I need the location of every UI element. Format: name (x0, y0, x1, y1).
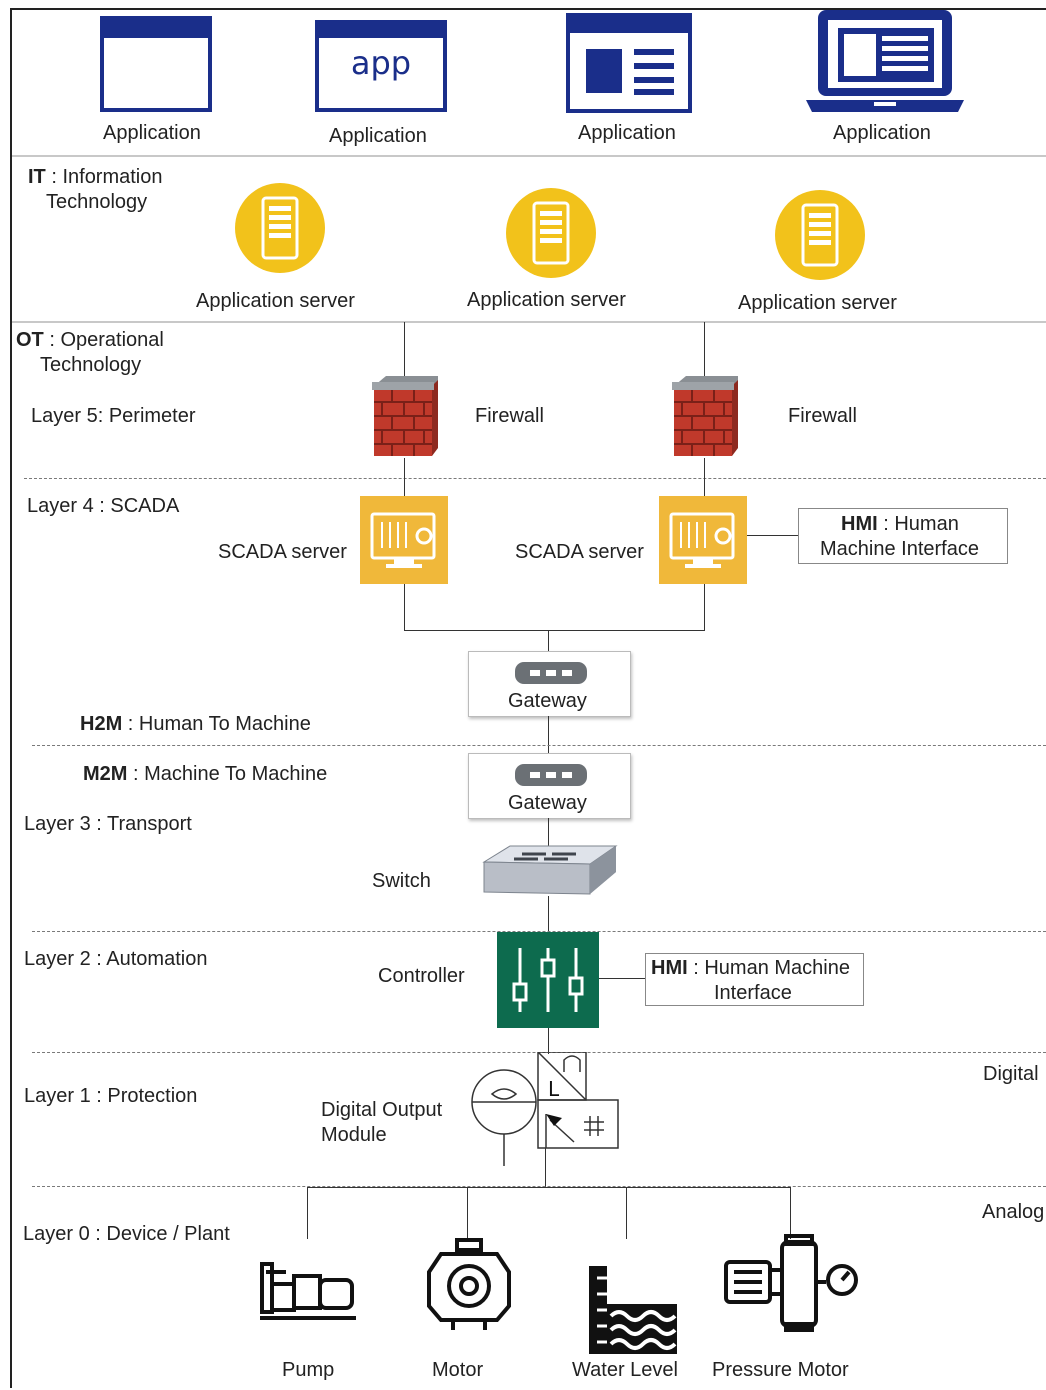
scada-server-icon (659, 496, 747, 584)
digital-signal-label: Digital (983, 1063, 1039, 1085)
hmi-label-line2: Interface (714, 982, 792, 1004)
laptop-icon (804, 8, 966, 114)
connector-line (747, 535, 799, 536)
hmi-label: HMI : Human (841, 513, 959, 535)
connector-line (704, 322, 705, 377)
device-label: Pump (282, 1359, 335, 1381)
application-server-label: Application server (467, 289, 626, 311)
application-label: Application (833, 122, 931, 144)
application-label: Application (578, 122, 676, 144)
connector-line (548, 818, 549, 848)
firewall-label: Firewall (475, 405, 544, 427)
switch-label: Switch (372, 870, 431, 892)
pressure-motor-icon (722, 1234, 862, 1332)
firewall-icon (368, 372, 440, 458)
layer-0-label: Layer 0 : Device / Plant (23, 1223, 230, 1245)
connector-line (548, 630, 549, 652)
it-abbr: IT (28, 166, 46, 188)
layer-divider (32, 745, 1046, 746)
layer-3-label: Layer 3 : Transport (24, 813, 192, 835)
gateway-label: Gateway (508, 792, 587, 814)
connector-line (307, 1187, 308, 1239)
application-window-icon (100, 16, 212, 112)
connector-line (626, 1187, 627, 1239)
controller-icon (497, 932, 599, 1028)
scada-server-label: SCADA server (515, 541, 644, 563)
layer-1-label: Layer 1 : Protection (24, 1085, 198, 1107)
gateway-icon (514, 661, 588, 685)
scada-server-icon (360, 496, 448, 584)
application-server-icon (505, 187, 597, 279)
connector-line (404, 458, 405, 496)
layer-2-label: Layer 2 : Automation (24, 948, 208, 970)
hmi-label: HMI : Human Machine (651, 957, 850, 979)
connector-line (790, 1187, 791, 1239)
device-label: Water Level (572, 1359, 678, 1381)
hmi-label-line2: Machine Interface (820, 538, 979, 560)
connector-line (548, 896, 549, 932)
application-label: Application (103, 122, 201, 144)
ot-zone-divider (12, 321, 1046, 323)
layer-divider (32, 1186, 1046, 1187)
digital-output-module-label: Digital Output (321, 1099, 443, 1121)
diagram-frame (10, 8, 1046, 1388)
gateway-label: Gateway (508, 690, 587, 712)
motor-icon (423, 1238, 515, 1330)
connector-line (545, 1148, 546, 1187)
dom-symbol-letter: L (548, 1077, 560, 1101)
webpage-icon (566, 13, 692, 113)
digital-output-module-icon: L (468, 1052, 622, 1170)
gateway-box: Gateway (468, 753, 631, 819)
application-label: Application (329, 125, 427, 147)
connector-line (548, 716, 549, 754)
switch-icon (482, 844, 618, 902)
firewall-label: Firewall (788, 405, 857, 427)
h2m-label: H2M : Human To Machine (80, 713, 311, 735)
analog-signal-label: Analog (982, 1201, 1045, 1223)
layer-divider (24, 478, 1046, 479)
app-window-icon: app (315, 20, 447, 112)
controller-label: Controller (378, 965, 465, 987)
it-label: IT : Information (28, 166, 163, 188)
digital-output-module-label-line2: Module (321, 1124, 387, 1146)
connector-line (467, 1187, 468, 1239)
it-label-line2: Technology (46, 191, 148, 213)
layer-5-label: Layer 5: Perimeter (31, 405, 196, 427)
app-window-text: app (351, 44, 411, 82)
gateway-box: Gateway (468, 651, 631, 717)
gateway-icon (514, 763, 588, 787)
device-label: Pressure Motor (712, 1359, 849, 1381)
ot-label: OT : Operational (16, 329, 164, 351)
it-zone-divider (12, 155, 1046, 157)
layer-4-label: Layer 4 : SCADA (27, 495, 180, 517)
application-server-label: Application server (196, 290, 355, 312)
hmi-box: HMI : Human Machine Interface (645, 953, 864, 1006)
connector-line (599, 978, 645, 979)
connector-line (704, 584, 705, 630)
m2m-label: M2M : Machine To Machine (83, 763, 328, 785)
connector-line (307, 1187, 791, 1188)
application-server-icon (774, 189, 866, 281)
connector-line (404, 630, 705, 631)
ot-label-line2: Technology (40, 354, 142, 376)
device-label: Motor (432, 1359, 484, 1381)
connector-line (404, 322, 405, 377)
pump-icon (258, 1256, 358, 1326)
application-server-label: Application server (738, 292, 897, 314)
layer-divider (32, 931, 1046, 932)
firewall-icon (668, 372, 740, 458)
scada-server-label: SCADA server (218, 541, 347, 563)
ot-abbr: OT (16, 329, 44, 351)
connector-line (704, 458, 705, 496)
hmi-box: HMI : Human Machine Interface (798, 508, 1008, 564)
connector-line (404, 584, 405, 630)
water-level-icon (587, 1264, 679, 1356)
application-server-icon (234, 182, 326, 274)
connector-line (548, 1028, 549, 1054)
